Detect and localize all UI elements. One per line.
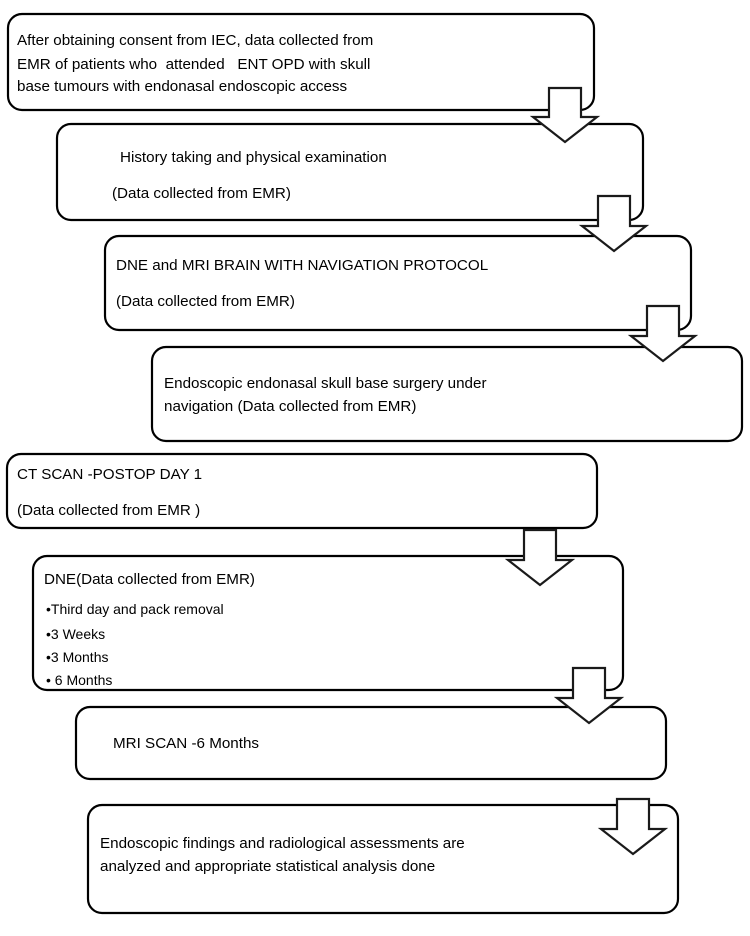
node-dne-mri-line-2: (Data collected from EMR) [116, 293, 295, 310]
node-statistical-analysis [86, 803, 680, 915]
node-consent-line-3: base tumours with endonasal endoscopic a… [17, 78, 348, 95]
node-analysis-line-2: analyzed and appropriate statistical ana… [100, 858, 435, 875]
down-arrow-dne-followup-to-mri [553, 666, 625, 725]
node-mri-scan-6-months [74, 705, 668, 781]
node-dne-followup-bullet-4: • 6 Months [46, 672, 112, 688]
node-dne-and-mri-brain [103, 234, 693, 332]
node-dne-followup-bullet-3: •3 Months [46, 649, 109, 665]
node-dne-followup-schedule [31, 554, 625, 692]
node-history-and-examination [55, 122, 645, 222]
node-consent-line-2: EMR of patients who attended ENT OPD wit… [17, 56, 370, 73]
node-dne-followup-bullet-1: •Third day and pack removal [46, 601, 224, 617]
node-mri-6months-line-1: MRI SCAN -6 Months [113, 735, 259, 752]
node-surgery-line-2: navigation (Data collected from EMR) [164, 398, 416, 415]
node-history-line-2: (Data collected from EMR) [112, 185, 291, 202]
node-consent-and-data-collection [6, 12, 596, 112]
down-arrow-history-to-dne-mri [578, 194, 650, 253]
node-ct-scan-postop-day-1 [5, 452, 599, 530]
node-dne-followup-bullet-2: •3 Weeks [46, 626, 105, 642]
node-ct-scan-line-2: (Data collected from EMR ) [17, 502, 200, 519]
node-analysis-line-1: Endoscopic findings and radiological ass… [100, 835, 465, 852]
node-dne-followup-heading: DNE(Data collected from EMR) [44, 571, 255, 588]
node-endoscopic-endonasal-surgery [150, 345, 744, 443]
down-arrow-mri-to-analysis [597, 797, 669, 856]
node-consent-line-1: After obtaining consent from IEC, data c… [17, 32, 373, 49]
node-ct-scan-line-1: CT SCAN -POSTOP DAY 1 [17, 466, 202, 483]
node-history-line-1: History taking and physical examination [120, 149, 387, 166]
node-dne-mri-line-1: DNE and MRI BRAIN WITH NAVIGATION PROTOC… [116, 257, 488, 274]
node-surgery-line-1: Endoscopic endonasal skull base surgery … [164, 375, 487, 392]
down-arrow-consent-to-history [529, 86, 601, 144]
down-arrow-ct-to-dne-followup [504, 528, 576, 587]
down-arrow-dne-mri-to-surgery [627, 304, 699, 363]
